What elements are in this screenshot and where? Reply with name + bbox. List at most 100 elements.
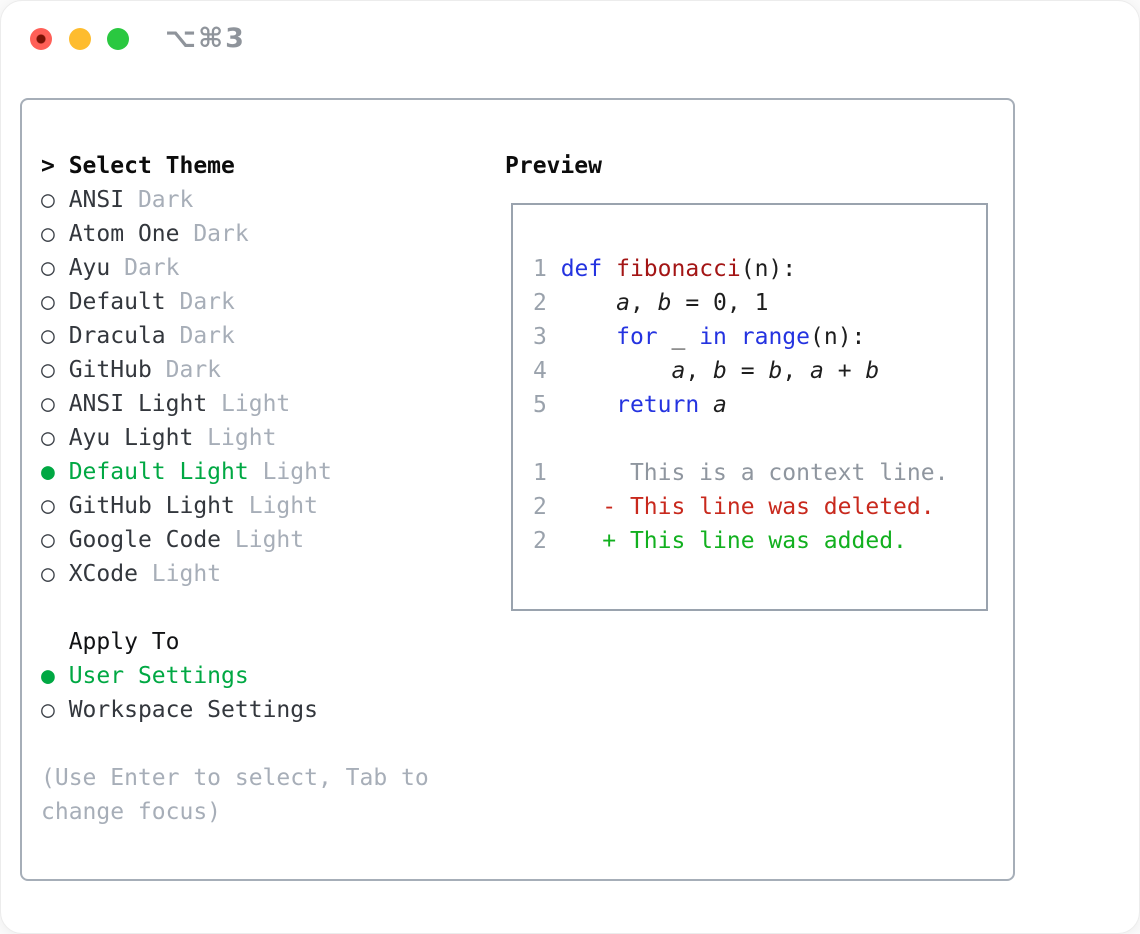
code-segment: + This line was added. [560, 528, 907, 554]
code-line: 4 a, b = b, a + b [533, 354, 986, 388]
code-segment [561, 324, 616, 350]
theme-option[interactable]: ○ Google Code Light [41, 523, 461, 557]
theme-name: ANSI [68, 187, 125, 213]
code-segment: = 0, 1 [671, 290, 769, 316]
apply-to-option[interactable]: ● User Settings [41, 659, 461, 693]
code-segment: (n): [740, 256, 797, 282]
code-segment [602, 256, 616, 282]
radio-icon: ● [41, 459, 69, 485]
theme-variant: Dark [151, 357, 222, 383]
close-button-icon[interactable] [30, 28, 52, 50]
radio-icon: ○ [41, 289, 69, 315]
line-number: 4 [533, 358, 561, 384]
apply-to-label: Workspace Settings [68, 697, 318, 723]
theme-option[interactable]: ○ ANSI Dark [41, 183, 461, 217]
code-segment: range [740, 324, 810, 350]
theme-variant: Light [248, 459, 332, 485]
theme-variant: Dark [165, 289, 235, 315]
theme-variant: Dark [179, 221, 249, 247]
radio-icon: ○ [41, 391, 69, 417]
line-number: 2 [533, 290, 561, 316]
code-segment: - This line was deleted. [560, 494, 935, 520]
code-segment: a [616, 290, 630, 316]
code-segment: a [713, 392, 727, 418]
code-line: 2 a, b = 0, 1 [533, 286, 986, 320]
theme-option[interactable]: ○ Atom One Dark [41, 217, 461, 251]
theme-name: Google Code [68, 527, 222, 553]
theme-name: Ayu Light [68, 425, 194, 451]
radio-icon: ○ [41, 255, 69, 281]
preview-title: Preview [505, 153, 602, 179]
code-segment: def [560, 256, 603, 282]
zoom-button-icon[interactable] [107, 28, 129, 50]
theme-variant: Light [221, 527, 305, 553]
theme-name: Default Light [68, 459, 249, 485]
settings-panel: > Select Theme○ ANSI Dark○ Atom One Dark… [20, 98, 1015, 881]
theme-picker: > Select Theme○ ANSI Dark○ Atom One Dark… [41, 149, 461, 829]
radio-icon: ● [41, 663, 69, 689]
code-segment: for [616, 324, 658, 350]
code-segment: b [657, 290, 672, 316]
code-line: 3 for _ in range(n): [533, 320, 986, 354]
code-segment [727, 324, 741, 350]
code-segment: fibonacci [616, 256, 741, 282]
code-segment: in [699, 324, 727, 350]
radio-icon: ○ [41, 221, 69, 247]
theme-option[interactable]: ○ GitHub Light Light [41, 489, 461, 523]
theme-option[interactable]: ● Default Light Light [41, 455, 461, 489]
theme-name: Ayu [68, 255, 111, 281]
window-title: ⌥⌘3 [165, 23, 246, 54]
theme-option[interactable]: ○ Ayu Dark [41, 251, 461, 285]
theme-list-title: Select Theme [68, 153, 235, 179]
code-segment: = [726, 358, 769, 384]
code-segment: _ [657, 324, 700, 350]
theme-list-header: > Select Theme [41, 149, 461, 183]
theme-name: GitHub Light [68, 493, 235, 519]
theme-name: XCode [68, 561, 138, 587]
line-number: 3 [533, 324, 561, 350]
theme-variant: Light [193, 425, 277, 451]
line-number: 1 [533, 256, 561, 282]
theme-option[interactable]: ○ GitHub Dark [41, 353, 461, 387]
code-segment: , [629, 290, 658, 316]
code-segment [699, 392, 713, 418]
theme-name: GitHub [68, 357, 152, 383]
theme-name: Default [68, 289, 166, 315]
code-segment: + [823, 358, 866, 384]
theme-name: ANSI Light [68, 391, 208, 417]
radio-icon: ○ [41, 357, 69, 383]
theme-variant: Light [207, 391, 291, 417]
code-line [533, 422, 986, 456]
code-segment: a [671, 358, 686, 384]
minimize-button-icon[interactable] [69, 28, 91, 50]
code-segment [561, 358, 672, 384]
theme-variant: Dark [110, 255, 180, 281]
theme-option[interactable]: ○ XCode Light [41, 557, 461, 591]
theme-option[interactable]: ○ Dracula Dark [41, 319, 461, 353]
line-number: 2 [533, 528, 561, 554]
theme-name: Atom One [68, 221, 180, 247]
radio-icon: ○ [41, 527, 69, 553]
line-number: 5 [533, 392, 561, 418]
code-segment: , [782, 358, 811, 384]
theme-option[interactable]: ○ ANSI Light Light [41, 387, 461, 421]
radio-icon: ○ [41, 561, 69, 587]
theme-option[interactable]: ○ Ayu Light Light [41, 421, 461, 455]
code-segment: (n): [810, 324, 866, 350]
theme-option[interactable]: ○ Default Dark [41, 285, 461, 319]
code-line: 5 return a [533, 388, 986, 422]
code-segment: This is a context line. [560, 460, 949, 486]
apply-to-option[interactable]: ○ Workspace Settings [41, 693, 461, 727]
prompt-icon: > [41, 153, 69, 179]
code-line: 2 + This line was added. [533, 524, 986, 558]
code-segment: b [713, 358, 727, 384]
theme-variant: Light [137, 561, 222, 587]
theme-variant: Dark [124, 187, 194, 213]
apply-to-label: User Settings [68, 663, 249, 689]
code-segment: return [616, 392, 700, 418]
code-segment: a [810, 358, 824, 384]
theme-variant: Light [234, 493, 318, 519]
radio-icon: ○ [41, 493, 69, 519]
